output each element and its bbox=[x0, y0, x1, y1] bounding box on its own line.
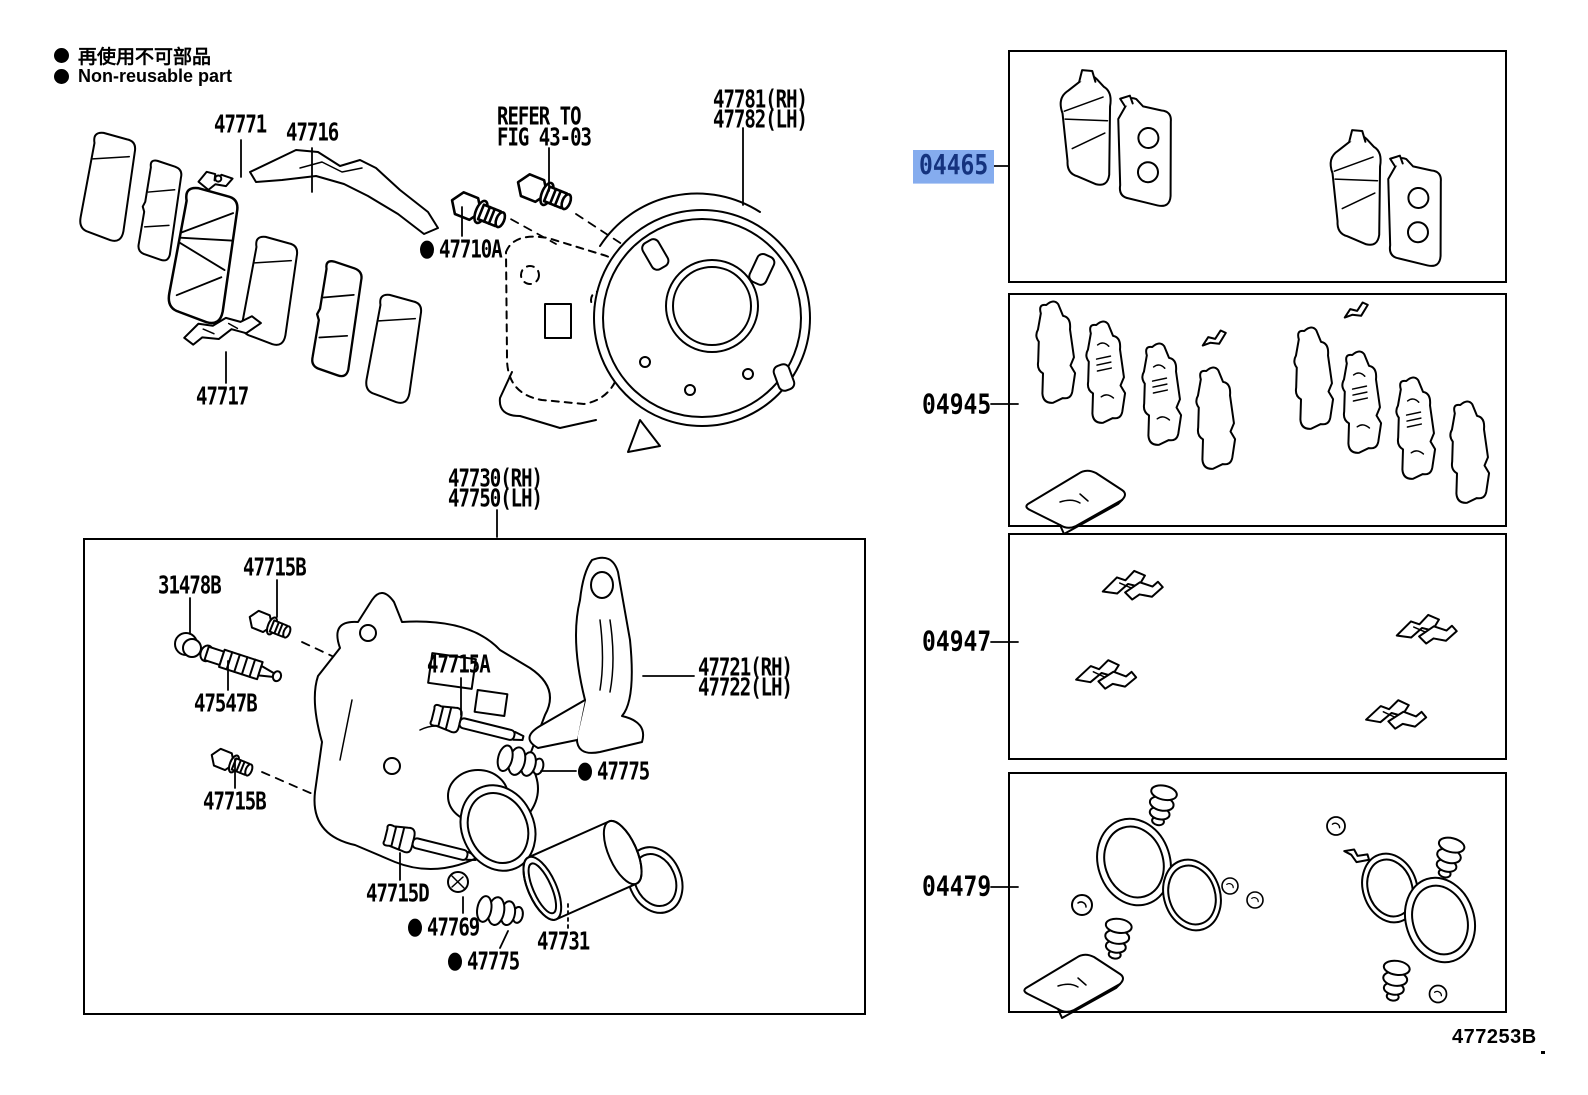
kit-code-04465-selected[interactable]: 04465 bbox=[913, 150, 995, 184]
legend-jp-text: 再使用不可部品 bbox=[78, 46, 212, 68]
non-reusable-dot-icon bbox=[578, 762, 592, 781]
kit-code-04947[interactable]: 04947 bbox=[922, 626, 992, 658]
part-label-47781[interactable]: 47781(RH) bbox=[713, 85, 808, 114]
kit-code-04945[interactable]: 04945 bbox=[922, 389, 992, 421]
pad-support-spring bbox=[249, 149, 439, 235]
refer-note-line2: FIG 43-03 bbox=[497, 123, 592, 152]
non-reusable-dot-icon bbox=[54, 69, 69, 84]
dust-cover bbox=[593, 192, 811, 453]
part-label-47750[interactable]: 47750(LH) bbox=[448, 484, 543, 513]
kit-box-04947 bbox=[1008, 533, 1507, 760]
part-label-47715A[interactable]: 47715A bbox=[427, 650, 491, 679]
part-label-47775-2[interactable]: 47775 bbox=[448, 947, 520, 976]
kit-box-04945 bbox=[1008, 293, 1507, 527]
part-label-47769[interactable]: 47769 bbox=[408, 913, 480, 942]
legend-row-jp: 再使用不可部品 bbox=[54, 42, 211, 69]
non-reusable-dot-icon bbox=[408, 918, 422, 937]
part-label-47731[interactable]: 47731 bbox=[537, 927, 590, 956]
non-reusable-dot-icon bbox=[448, 952, 462, 971]
part-label-47715D[interactable]: 47715D bbox=[366, 879, 430, 908]
legend-en-text: Non-reusable part bbox=[78, 66, 233, 86]
part-label-47715B-2[interactable]: 47715B bbox=[203, 787, 267, 816]
caliper-assembly-box bbox=[83, 538, 866, 1015]
caliper-mount-ghost bbox=[505, 235, 632, 405]
kit-code-04479[interactable]: 04479 bbox=[922, 871, 992, 903]
anti-rattle-clip bbox=[183, 315, 262, 346]
caliper-mount-solid bbox=[498, 303, 597, 429]
part-number-text: 47769 bbox=[427, 913, 480, 942]
part-label-47716[interactable]: 47716 bbox=[286, 118, 339, 147]
part-number-text: 47710A bbox=[439, 235, 503, 264]
kit-box-04465 bbox=[1008, 50, 1507, 283]
part-label-47710A[interactable]: 47710A bbox=[420, 235, 503, 264]
part-number-text: 47775 bbox=[467, 947, 520, 976]
refer-note-line1: REFER TO bbox=[497, 102, 582, 131]
footer-period bbox=[1541, 1051, 1545, 1054]
part-label-47721[interactable]: 47721(RH) bbox=[698, 653, 793, 682]
kit-box-04479 bbox=[1008, 772, 1507, 1013]
part-number-text: 47775 bbox=[597, 757, 650, 786]
part-label-47547B[interactable]: 47547B bbox=[194, 689, 258, 718]
part-label-47730[interactable]: 47730(RH) bbox=[448, 464, 543, 493]
refer-fig-bolt bbox=[512, 170, 576, 216]
part-label-47775-1[interactable]: 47775 bbox=[578, 757, 650, 786]
non-reusable-dot-icon bbox=[420, 240, 434, 259]
part-label-47715B[interactable]: 47715B bbox=[243, 553, 307, 582]
part-label-47771[interactable]: 47771 bbox=[214, 110, 267, 139]
pad-wear-indicator-clip bbox=[197, 170, 234, 191]
caliper-bolt bbox=[446, 188, 510, 234]
part-label-47782[interactable]: 47782(LH) bbox=[713, 105, 808, 134]
legend-row-en: Non-reusable part bbox=[54, 66, 232, 87]
part-label-47717[interactable]: 47717 bbox=[196, 382, 249, 411]
part-label-47722[interactable]: 47722(LH) bbox=[698, 673, 793, 702]
non-reusable-dot-icon bbox=[54, 48, 69, 63]
front-brake-pad-stack bbox=[77, 130, 424, 406]
part-label-31478B[interactable]: 31478B bbox=[158, 571, 222, 600]
drawing-number: 477253B bbox=[1452, 1026, 1537, 1048]
